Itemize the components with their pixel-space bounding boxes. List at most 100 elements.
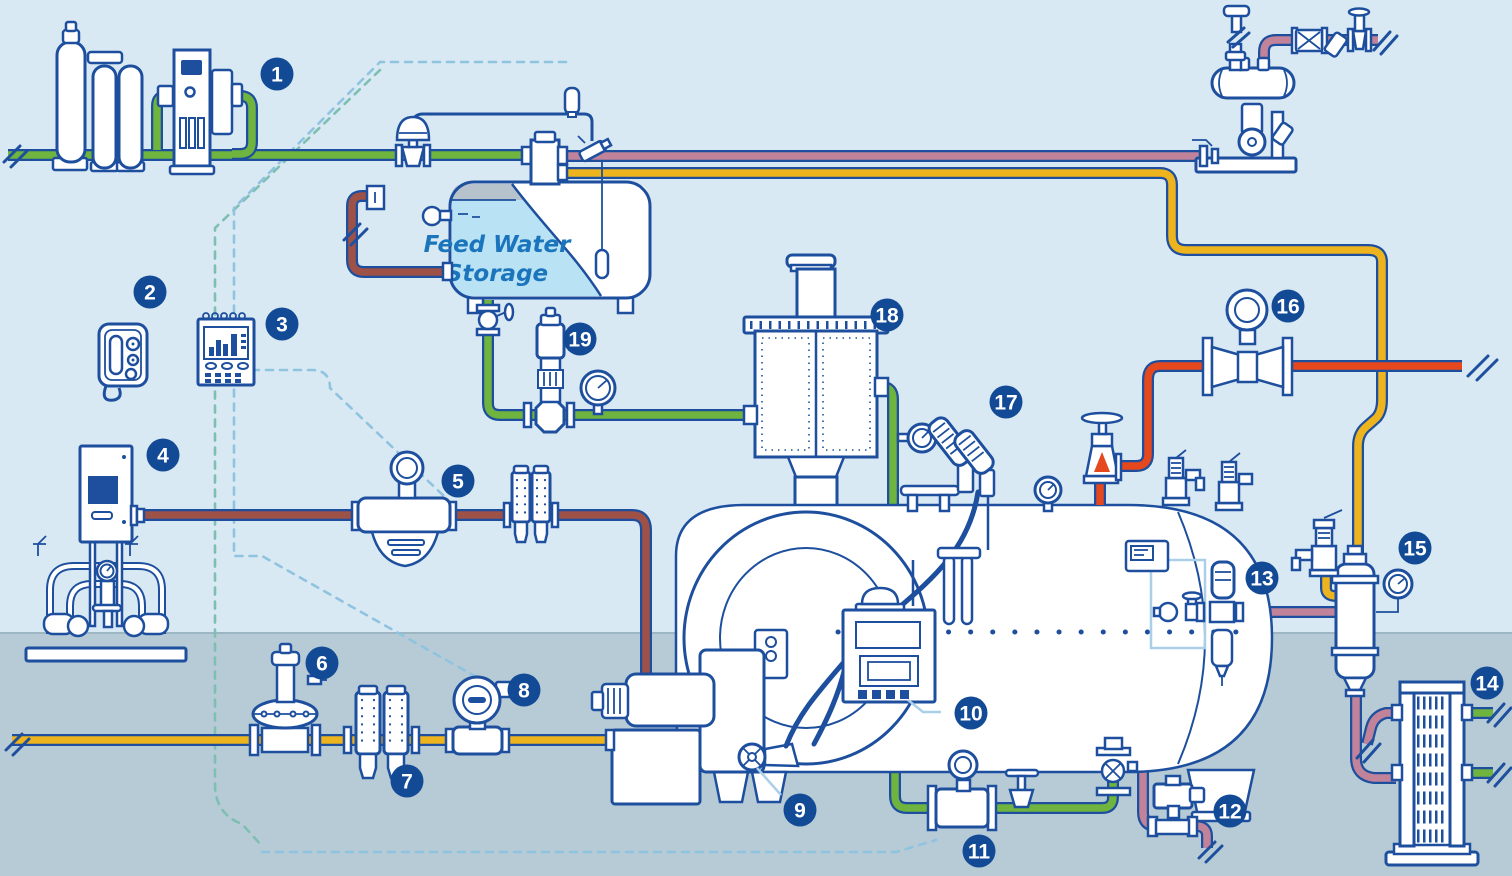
svg-text:11: 11 — [968, 841, 991, 864]
svg-text:19: 19 — [568, 329, 591, 352]
marker-2[interactable]: 2 — [133, 275, 167, 309]
marker-8[interactable]: 8 — [507, 673, 541, 707]
marker-15[interactable]: 15 — [1398, 531, 1432, 565]
tank-side-pump — [421, 205, 443, 227]
marker-19[interactable]: 19 — [563, 322, 597, 356]
level-probe-float — [594, 248, 610, 280]
svg-text:18: 18 — [875, 305, 899, 328]
svg-text:13: 13 — [1250, 568, 1273, 591]
vessel-relief-valve — [1310, 544, 1338, 572]
svg-text:4: 4 — [157, 445, 169, 468]
gas-flow-meter — [444, 675, 515, 756]
svg-text:10: 10 — [959, 703, 982, 726]
feedwater-pressure-gauge — [579, 369, 617, 416]
marker-12[interactable]: 12 — [1213, 794, 1247, 828]
feedwater-dosing-flow-meter — [350, 450, 458, 568]
pipe-steam-main — [1121, 362, 1462, 470]
plate-heat-exchanger — [1384, 680, 1480, 867]
module-hose — [102, 385, 122, 402]
pipe-break-marks — [2, 30, 1512, 864]
valve-actuator — [1152, 782, 1194, 810]
tank-label-line1: Feed Water — [424, 232, 573, 258]
skid-baseplate — [24, 646, 188, 663]
isolation-valve-handwheel — [1347, 7, 1371, 17]
marker-16[interactable]: 16 — [1271, 289, 1305, 323]
pipe-condensate-out — [1260, 36, 1378, 70]
gas-pressure-regulator — [248, 642, 327, 757]
tank-outlet-valve — [475, 302, 515, 337]
softener-screen — [181, 60, 202, 75]
boiler-pressure-gauge — [1033, 475, 1063, 513]
panel-display-2 — [859, 655, 919, 687]
bottom-blowdown-valve — [1146, 774, 1206, 838]
system-controller — [196, 312, 256, 387]
blowdown-globe-valve — [1004, 768, 1040, 809]
marker-18[interactable]: 18 — [870, 298, 904, 332]
svg-text:8: 8 — [518, 680, 530, 703]
svg-text:9: 9 — [794, 800, 806, 823]
svg-text:17: 17 — [994, 392, 1017, 415]
badges: 1 2 3 4 5 6 7 8 9 10 11 12 13 14 15 16 1… — [133, 57, 1504, 868]
pipe-blowdown-loop — [891, 726, 1117, 812]
economizer — [742, 253, 890, 511]
condensate-recovery-skid — [1192, 4, 1373, 174]
gas-safety-shutoff-valves — [342, 684, 421, 780]
burner — [590, 628, 800, 806]
marker-10[interactable]: 10 — [954, 696, 988, 730]
level-probes — [927, 416, 996, 626]
burner-blower — [624, 672, 716, 728]
water-treatment-system — [51, 20, 258, 176]
marker-17[interactable]: 17 — [989, 385, 1023, 419]
pipe-yellow-vent — [566, 169, 1386, 556]
svg-text:3: 3 — [276, 314, 288, 337]
marker-5[interactable]: 5 — [441, 464, 475, 498]
steam-valve-handwheel — [1080, 411, 1124, 425]
dosing-check-valves — [502, 464, 560, 544]
svg-text:2: 2 — [144, 282, 156, 305]
safety-relief-valve-1 — [1161, 449, 1206, 507]
marker-6[interactable]: 6 — [305, 646, 339, 680]
leader-lines — [756, 699, 941, 796]
marker-14[interactable]: 14 — [1470, 666, 1504, 700]
y-strainer — [1323, 31, 1348, 58]
safety-relief-valve-2 — [1214, 452, 1254, 512]
marker-9[interactable]: 9 — [783, 793, 817, 827]
marker-1[interactable]: 1 — [260, 57, 294, 91]
chemical-dosing-system — [24, 444, 188, 663]
boiler — [674, 484, 1274, 823]
wall-controller-module — [97, 322, 149, 402]
feed-water-storage-tank: Feed Water Storage — [365, 86, 652, 315]
marker-11[interactable]: 11 — [962, 834, 996, 868]
boiler-control-panel — [841, 560, 937, 704]
marker-4[interactable]: 4 — [146, 438, 180, 472]
blowdown-flow-meter — [926, 749, 998, 832]
inlet-control-valve — [395, 115, 431, 142]
marker-7[interactable]: 7 — [390, 764, 424, 798]
blowdown-vessel — [1290, 509, 1414, 698]
burner-control-box — [610, 728, 702, 806]
blowdown-riser-valve — [1095, 736, 1139, 797]
svg-text:12: 12 — [1218, 801, 1241, 824]
tds-control-assembly — [1124, 539, 1245, 686]
svg-text:6: 6 — [316, 653, 328, 676]
marker-13[interactable]: 13 — [1245, 561, 1279, 595]
condensate-receiver — [1210, 66, 1296, 100]
svg-text:1: 1 — [271, 64, 283, 87]
alarm-dome — [860, 586, 900, 606]
pipe-hx-upper-stub — [1363, 709, 1396, 745]
pump-motor — [535, 322, 566, 360]
vacuum-breaker — [563, 86, 581, 116]
dosing-screen — [88, 476, 118, 504]
pipe-dosing-main — [142, 511, 650, 686]
svg-text:7: 7 — [401, 771, 413, 794]
svg-text:5: 5 — [452, 471, 464, 494]
svg-text:16: 16 — [1276, 296, 1299, 319]
deaerator-head — [529, 138, 561, 186]
tank-label-line2: Storage — [446, 261, 548, 287]
svg-text:15: 15 — [1403, 538, 1427, 561]
marker-3[interactable]: 3 — [265, 307, 299, 341]
svg-text:14: 14 — [1475, 673, 1499, 696]
main-steam-valve — [1080, 411, 1124, 505]
